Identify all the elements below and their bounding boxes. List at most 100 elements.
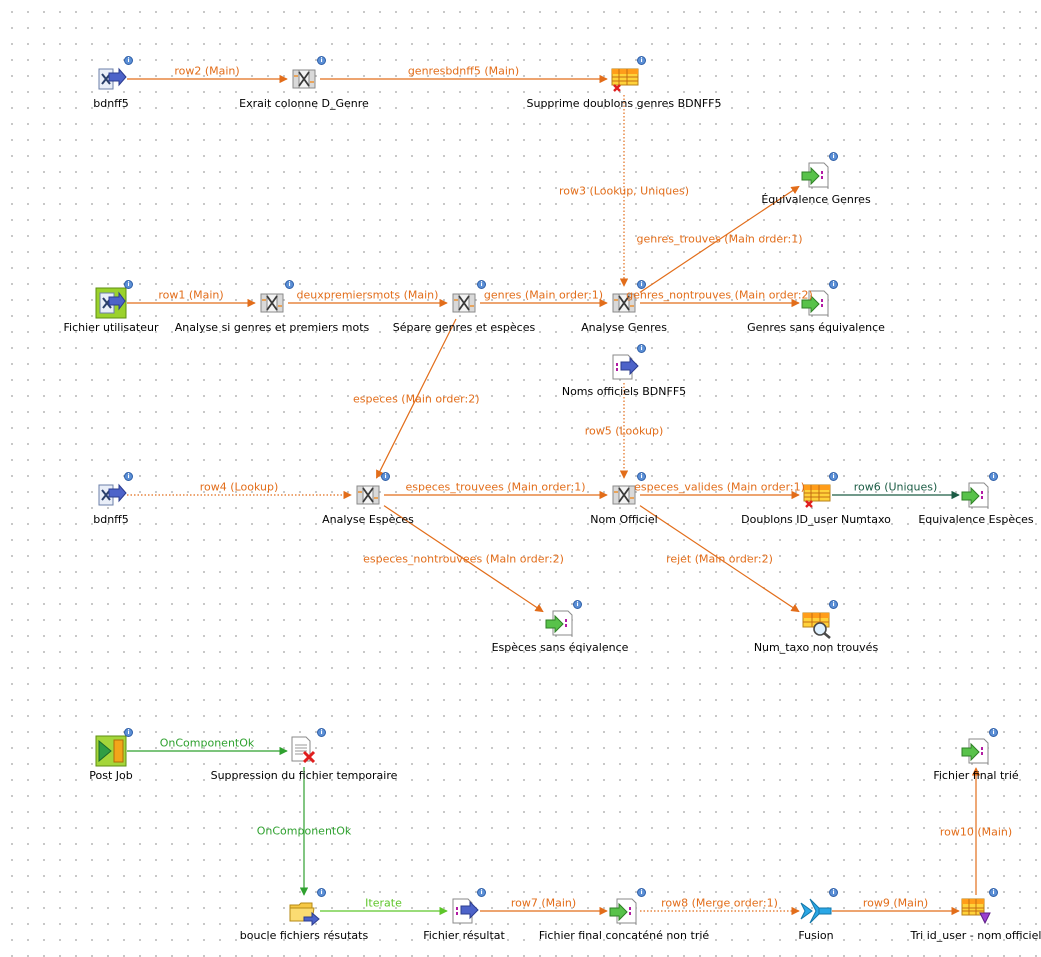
- connection-label: OnComponentOk: [256, 824, 352, 838]
- component-node[interactable]: i: [800, 472, 838, 511]
- component-node[interactable]: i: [800, 600, 838, 639]
- info-icon[interactable]: i: [829, 600, 838, 609]
- component-label: bdnff5: [93, 97, 129, 110]
- info-icon[interactable]: i: [637, 888, 646, 897]
- connection-label: OnComponentOk: [159, 736, 255, 750]
- component-label: Analyse Espèces: [322, 513, 414, 526]
- component-label: Espèces sans éqivalence: [491, 641, 629, 654]
- info-icon[interactable]: i: [637, 280, 646, 289]
- connection-label: deuxpremiersmots (Main): [296, 288, 439, 302]
- component-label: Fusion: [798, 929, 834, 942]
- info-icon[interactable]: i: [124, 472, 133, 481]
- component-node[interactable]: i: [288, 728, 326, 767]
- info-icon[interactable]: i: [637, 472, 646, 481]
- component-node[interactable]: i: [448, 280, 486, 319]
- file-output-icon: [801, 290, 829, 316]
- component-node[interactable]: i: [95, 56, 133, 95]
- info-icon[interactable]: i: [124, 280, 133, 289]
- component-node[interactable]: i: [288, 56, 326, 95]
- file-delete-icon: [291, 736, 316, 764]
- component-label: Post Job: [89, 769, 133, 782]
- component-node[interactable]: i: [608, 888, 646, 927]
- connection-label: Iterate: [365, 896, 402, 910]
- component-node[interactable]: i: [608, 280, 646, 319]
- component-node[interactable]: i: [800, 152, 838, 191]
- component-label: Fichier utilisateur: [63, 321, 159, 334]
- component-node[interactable]: i: [608, 472, 646, 511]
- info-icon[interactable]: i: [829, 472, 838, 481]
- component-node[interactable]: i: [800, 280, 838, 319]
- component-label: Num_taxo non trouvés: [753, 641, 879, 654]
- component-node[interactable]: i: [800, 888, 838, 927]
- component-label: Fichier final concaténé non trié: [538, 929, 710, 942]
- tmap-icon: [612, 485, 636, 505]
- component-label: Suppression du fichier temporaire: [210, 769, 398, 782]
- component-node[interactable]: i: [95, 280, 133, 319]
- info-icon[interactable]: i: [573, 600, 582, 609]
- component-node[interactable]: i: [256, 280, 294, 319]
- file-output-icon: [961, 738, 989, 764]
- info-icon[interactable]: i: [477, 280, 486, 289]
- connection-label: especes (Main order:2): [353, 392, 480, 405]
- component-node[interactable]: i: [608, 56, 646, 95]
- info-icon[interactable]: i: [829, 280, 838, 289]
- component-node[interactable]: i: [608, 344, 646, 383]
- tmap-icon: [260, 293, 284, 313]
- info-icon[interactable]: i: [637, 56, 646, 65]
- info-icon[interactable]: i: [124, 728, 133, 737]
- connection-label: row8 (Merge order:1): [661, 896, 778, 910]
- component-node[interactable]: i: [288, 888, 326, 927]
- info-icon[interactable]: i: [989, 472, 998, 481]
- connection-label: row1 (Main): [158, 288, 224, 302]
- component-label: Equivalence Espèces: [918, 513, 1034, 526]
- connection-label: row7 (Main): [510, 896, 577, 910]
- info-icon[interactable]: i: [285, 280, 294, 289]
- component-label: Doublons ID_user Numtaxo: [741, 513, 891, 526]
- component-node[interactable]: i: [95, 472, 133, 511]
- component-node[interactable]: i: [544, 600, 582, 639]
- connection-label: genres_nontrouves (Main order:2): [626, 288, 813, 302]
- connection-label: row2 (Main): [174, 64, 240, 78]
- info-icon[interactable]: i: [477, 888, 486, 897]
- component-node[interactable]: i: [960, 888, 998, 927]
- component-node[interactable]: i: [960, 728, 998, 767]
- component-node[interactable]: i: [960, 472, 998, 511]
- connection-label: genresbdnff5 (Main): [407, 64, 520, 78]
- connection-label: row6 (Uniques): [853, 480, 938, 494]
- file-output-icon: [609, 898, 637, 924]
- connection-label: genres (Main order:1): [483, 288, 604, 302]
- info-icon[interactable]: i: [124, 56, 133, 65]
- info-icon[interactable]: i: [829, 152, 838, 161]
- component-label: Genres sans équivalence: [747, 321, 885, 334]
- db-input-icon: [98, 483, 127, 506]
- component-label: bdnff5: [93, 513, 129, 526]
- component-node[interactable]: i: [448, 888, 486, 927]
- tmap-icon: [452, 293, 476, 313]
- info-icon[interactable]: i: [381, 472, 390, 481]
- component-label: Tri id_user - nom officiel: [910, 929, 1041, 942]
- component-label: Sépare genres et espèces: [392, 321, 536, 334]
- connection-label: especes_trouvees (Main order:1): [405, 480, 586, 494]
- info-icon[interactable]: i: [989, 728, 998, 737]
- info-icon[interactable]: i: [317, 56, 326, 65]
- tmap-icon: [356, 485, 380, 505]
- connection-line[interactable]: [639, 505, 800, 613]
- file-output-icon: [545, 610, 573, 636]
- connection-label: especes_nontrouvees (Main order:2): [363, 552, 564, 566]
- info-icon[interactable]: i: [829, 888, 838, 897]
- component-node[interactable]: i: [95, 728, 133, 767]
- connection-line[interactable]: [639, 185, 800, 293]
- info-icon[interactable]: i: [317, 888, 326, 897]
- file-output-icon: [961, 482, 989, 508]
- component-node[interactable]: i: [352, 472, 390, 511]
- connection-line[interactable]: [375, 318, 457, 479]
- component-label: boucle fichiers résutats: [239, 929, 369, 942]
- connection-line[interactable]: [383, 505, 544, 613]
- component-label: Fichier résultat: [423, 929, 505, 942]
- info-icon[interactable]: i: [317, 728, 326, 737]
- component-label: Fichier final trié: [933, 769, 1019, 782]
- info-icon[interactable]: i: [637, 344, 646, 353]
- info-icon[interactable]: i: [989, 888, 998, 897]
